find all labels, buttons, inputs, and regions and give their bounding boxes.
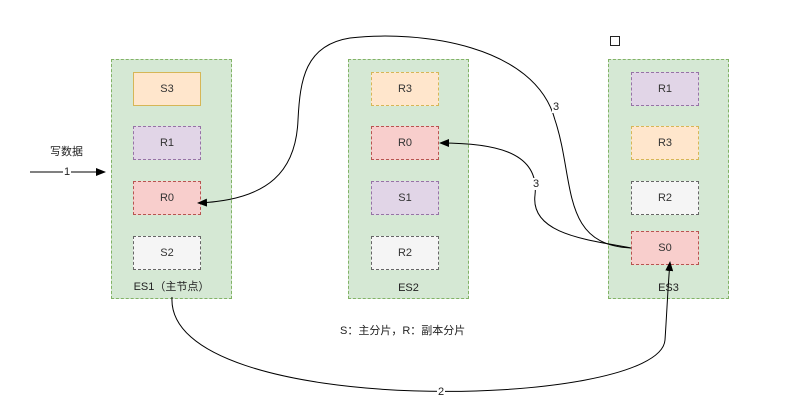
shard-es3-0[interactable]: R1 xyxy=(631,72,699,106)
legend-text: S：主分片，R：副本分片 xyxy=(340,325,466,337)
shard-es1-3[interactable]: S2 xyxy=(133,236,201,270)
edge-es1-to-es3-s0 xyxy=(171,261,674,392)
shard-es2-1[interactable]: R0 xyxy=(371,126,439,160)
edge-label-es3-to-es2: 3 xyxy=(532,178,541,190)
node-es1-label: ES1（主节点） xyxy=(133,281,210,293)
shard-es1-0[interactable]: S3 xyxy=(133,72,201,106)
edge-es3-s0-to-es1-r0 xyxy=(197,35,632,249)
edge-es3-s0-to-es2-r0 xyxy=(439,139,632,249)
checkbox-icon[interactable] xyxy=(610,36,620,46)
write-data-label: 写数据 xyxy=(50,146,83,158)
node-es2-label: ES2 xyxy=(398,282,419,294)
shard-es1-2[interactable]: R0 xyxy=(133,181,201,215)
shard-es2-2[interactable]: S1 xyxy=(371,181,439,215)
edge-label-write-in: 1 xyxy=(63,166,72,178)
edge-label-es1-to-es3: 2 xyxy=(437,386,446,398)
shard-es1-1[interactable]: R1 xyxy=(133,126,201,160)
shard-es2-0[interactable]: R3 xyxy=(371,72,439,106)
shard-es3-2[interactable]: R2 xyxy=(631,181,699,215)
shard-es2-3[interactable]: R2 xyxy=(371,236,439,270)
edge-label-es3-to-es1: 3 xyxy=(552,101,561,113)
shard-es3-3[interactable]: S0 xyxy=(631,231,699,265)
shard-es3-1[interactable]: R3 xyxy=(631,126,699,160)
